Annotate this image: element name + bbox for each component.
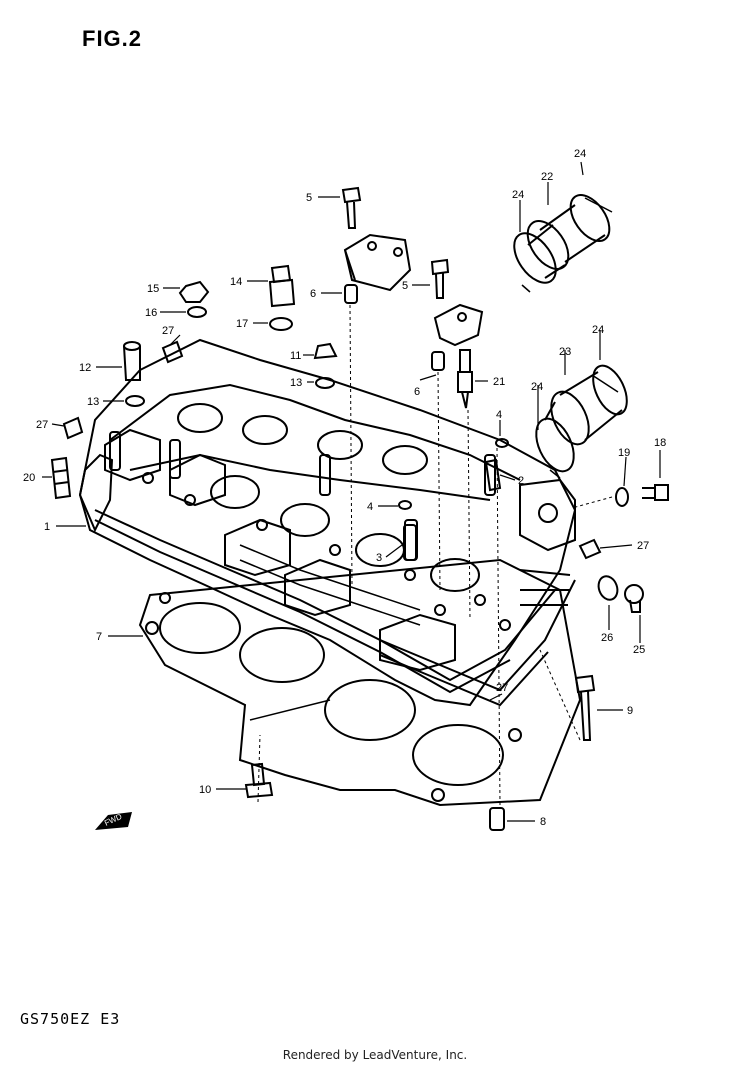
plug-3[interactable]: [403, 524, 417, 561]
callout-26[interactable]: 26: [601, 632, 613, 644]
plug-27-left[interactable]: [62, 416, 84, 440]
callout-9[interactable]: 9: [627, 705, 633, 717]
callout-24[interactable]: 24: [592, 324, 604, 336]
cylinder-head[interactable]: [78, 338, 577, 707]
callout-24[interactable]: 24: [512, 189, 524, 201]
cylinder-head-gasket[interactable]: [138, 558, 582, 807]
bolt-5-lower[interactable]: [430, 258, 450, 299]
washer-19[interactable]: [615, 487, 629, 507]
cap-20[interactable]: [50, 456, 72, 500]
intake-pipe-22[interactable]: [506, 188, 617, 290]
o-ring-4-upper[interactable]: [495, 438, 509, 448]
callout-23[interactable]: 23: [559, 346, 571, 358]
callout-11[interactable]: 11: [290, 350, 301, 362]
leader-lines: [42, 161, 661, 822]
washer-13-right[interactable]: [315, 377, 335, 389]
callout-14[interactable]: 14: [230, 276, 242, 288]
camshaft-holder-lower[interactable]: [433, 303, 484, 347]
callout-27[interactable]: 27: [496, 682, 508, 694]
callout-19[interactable]: 19: [618, 447, 630, 459]
screw-18[interactable]: [642, 484, 669, 501]
callout-2[interactable]: 2: [518, 475, 524, 487]
callout-22[interactable]: 22: [541, 171, 553, 183]
callout-4[interactable]: 4: [367, 501, 373, 513]
callout-3[interactable]: 3: [376, 552, 382, 564]
washer-16[interactable]: [187, 306, 207, 318]
figure-title: FIG.2: [82, 26, 143, 51]
callout-5[interactable]: 5: [306, 192, 312, 204]
forward-arrow-icon: FWD: [95, 812, 132, 830]
bolt-5-upper[interactable]: [341, 186, 362, 229]
callout-4[interactable]: 4: [496, 409, 502, 421]
plug-27-right[interactable]: [578, 538, 602, 560]
union-14[interactable]: [268, 264, 296, 308]
oil-pipe-12[interactable]: [123, 341, 141, 381]
callout-25[interactable]: 25: [633, 644, 645, 656]
callout-6[interactable]: 6: [414, 386, 420, 398]
gasket-17[interactable]: [269, 317, 293, 331]
dowel-pin-6-upper[interactable]: [344, 284, 358, 304]
callout-21[interactable]: 21: [493, 376, 505, 388]
o-ring-4-lower[interactable]: [398, 500, 412, 510]
callout-1[interactable]: 1: [44, 521, 50, 533]
spark-plug-21[interactable]: [457, 349, 473, 409]
plug-27-upper[interactable]: [161, 340, 184, 364]
plug-25[interactable]: [624, 584, 644, 613]
callout-13[interactable]: 13: [290, 377, 302, 389]
callout-27[interactable]: 27: [162, 325, 174, 337]
washer-13-left[interactable]: [125, 395, 145, 407]
callout-labels: 24 22 24 5 6 5 15 14 16 17 27 11 12 13 1…: [23, 148, 666, 828]
callout-15[interactable]: 15: [147, 283, 159, 295]
intake-pipe-23[interactable]: [529, 361, 634, 478]
footer-credit: Rendered by LeadVenture, Inc.: [282, 1048, 468, 1062]
nut-15[interactable]: [178, 280, 210, 303]
callout-27[interactable]: 27: [637, 540, 649, 552]
callout-6[interactable]: 6: [310, 288, 316, 300]
pipe-2[interactable]: [484, 458, 502, 492]
callout-17[interactable]: 17: [236, 318, 248, 330]
callout-13[interactable]: 13: [87, 396, 99, 408]
gasket-26[interactable]: [595, 574, 620, 603]
dowel-pin-6-lower[interactable]: [431, 351, 445, 371]
callout-7[interactable]: 7: [96, 631, 102, 643]
callout-18[interactable]: 18: [654, 437, 666, 449]
callout-20[interactable]: 20: [23, 472, 35, 484]
callout-27[interactable]: 27: [36, 419, 48, 431]
model-code: GS750EZ E3: [20, 1010, 121, 1028]
callout-12[interactable]: 12: [79, 362, 91, 374]
bolt-9[interactable]: [574, 674, 596, 741]
dowel-8[interactable]: [489, 807, 505, 831]
callout-24[interactable]: 24: [531, 381, 543, 393]
callout-24[interactable]: 24: [574, 148, 586, 160]
callout-5[interactable]: 5: [402, 280, 408, 292]
alignment-lines: [257, 304, 613, 806]
cap-nut-11[interactable]: [313, 342, 338, 360]
callout-16[interactable]: 16: [145, 307, 157, 319]
camshaft-holder-upper[interactable]: [343, 233, 412, 292]
callout-8[interactable]: 8: [540, 816, 546, 828]
callout-10[interactable]: 10: [199, 784, 211, 796]
clamp-24[interactable]: [521, 197, 619, 479]
